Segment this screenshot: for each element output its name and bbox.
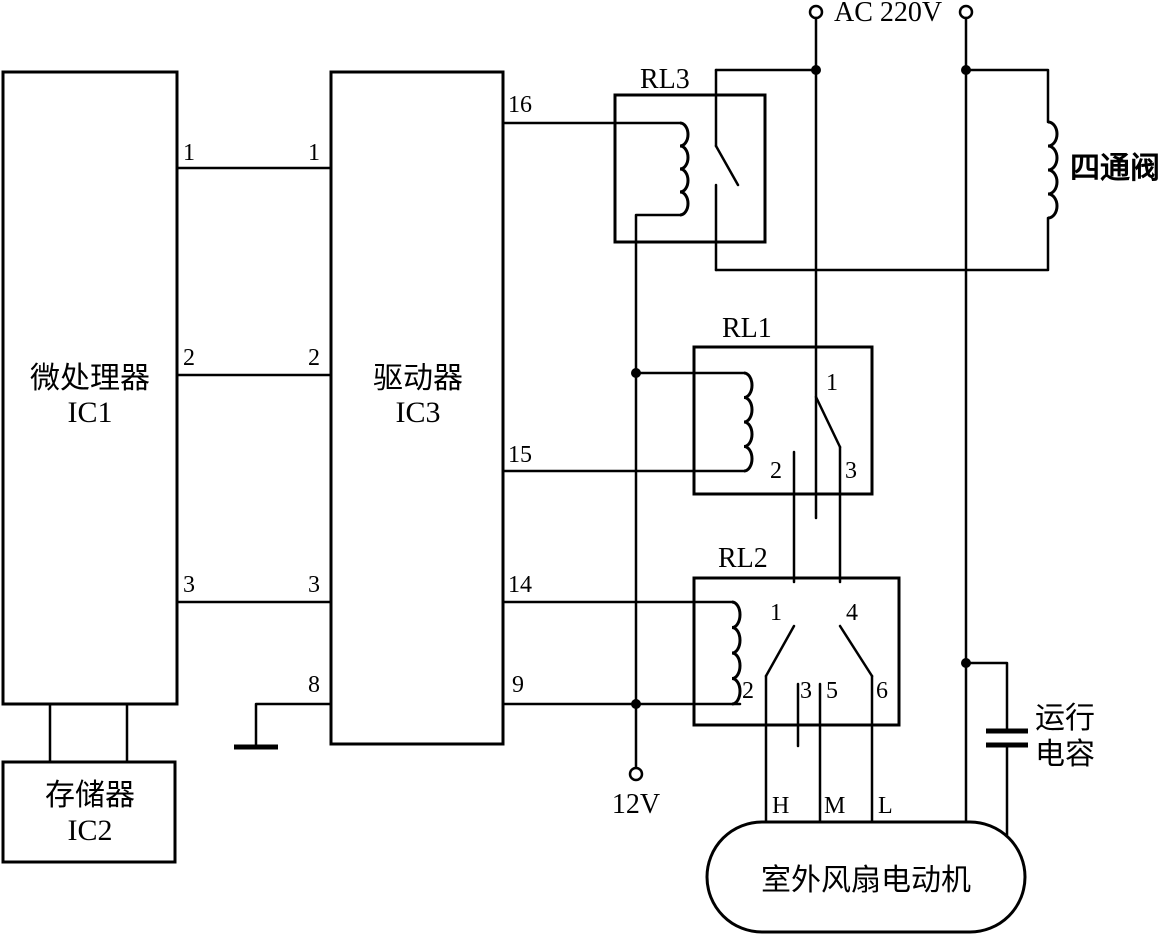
relay-rl2 bbox=[501, 576, 901, 824]
run-capacitor bbox=[964, 661, 1028, 840]
ic1-pin-1: 1 bbox=[183, 140, 195, 166]
relay-rl3 bbox=[613, 68, 767, 272]
capacitor-label-line2: 电容 bbox=[1035, 738, 1095, 771]
four-way-valve-label: 四通阀 bbox=[1070, 152, 1160, 185]
ic3-block: 驱动器 IC3 bbox=[329, 70, 505, 746]
rl1-contact-2: 2 bbox=[770, 458, 782, 484]
ic3-pin-3: 3 bbox=[308, 572, 320, 598]
ic1-ic2-bus bbox=[48, 702, 129, 764]
ac-supply bbox=[714, 4, 974, 824]
ic1-block: 微处理器 IC1 bbox=[1, 70, 179, 706]
outdoor-fan-motor: 室外风扇电动机 bbox=[705, 820, 1027, 934]
ic3-pin-16: 16 bbox=[508, 92, 532, 118]
motor-tap-l: L bbox=[878, 793, 893, 819]
motor-tap-h: H bbox=[772, 793, 789, 819]
ac-supply-label: AC 220V bbox=[834, 0, 942, 28]
dc-12v-rail bbox=[501, 213, 742, 782]
ic1-id: IC1 bbox=[68, 396, 113, 429]
motor-label: 室外风扇电动机 bbox=[761, 864, 971, 897]
relay-rl1 bbox=[501, 345, 874, 584]
ic1-pin-3: 3 bbox=[183, 572, 195, 598]
four-way-valve bbox=[714, 68, 1059, 272]
dc-supply-label: 12V bbox=[612, 789, 660, 820]
ground-symbol bbox=[234, 702, 333, 750]
ic2-name: 存储器 bbox=[45, 779, 135, 812]
ic3-pin-8: 8 bbox=[308, 672, 320, 698]
ic3-pin-2: 2 bbox=[308, 345, 320, 371]
ic2-id: IC2 bbox=[68, 814, 113, 847]
motor-tap-m: M bbox=[824, 793, 845, 819]
ic1-pin-2: 2 bbox=[183, 345, 195, 371]
ic1-ic3-signals bbox=[175, 166, 333, 604]
rl3-label: RL3 bbox=[640, 64, 690, 95]
ic3-pin-14: 14 bbox=[508, 572, 532, 598]
rl2-contact-1: 1 bbox=[770, 600, 782, 626]
rl1-label: RL1 bbox=[722, 313, 772, 344]
ic3-pin-9: 9 bbox=[512, 672, 524, 698]
rl2-contact-4: 4 bbox=[846, 600, 858, 626]
rl2-contact-5: 5 bbox=[826, 678, 838, 704]
rl1-contact-1: 1 bbox=[826, 370, 838, 396]
ic1-name: 微处理器 bbox=[30, 362, 150, 395]
ic3-id: IC3 bbox=[396, 396, 441, 429]
rl2-contact-3: 3 bbox=[800, 678, 812, 704]
rl2-contact-2: 2 bbox=[742, 678, 754, 704]
ic3-pin-15: 15 bbox=[508, 442, 532, 468]
rl2-contact-6: 6 bbox=[876, 678, 888, 704]
ic3-pin-1: 1 bbox=[308, 140, 320, 166]
ic3-name: 驱动器 bbox=[373, 362, 463, 395]
capacitor-label-line1: 运行 bbox=[1035, 702, 1095, 735]
ic2-block: 存储器 IC2 bbox=[1, 760, 177, 864]
rl2-label: RL2 bbox=[718, 543, 768, 574]
rl1-contact-3: 3 bbox=[845, 458, 857, 484]
